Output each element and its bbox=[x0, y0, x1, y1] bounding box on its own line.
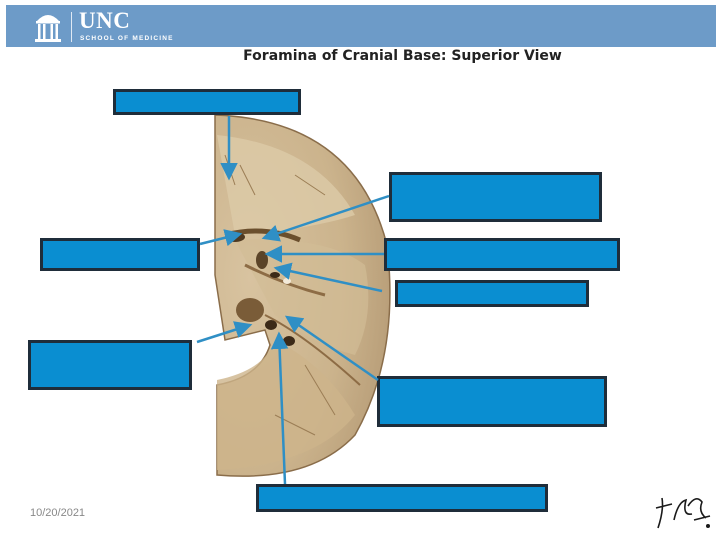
header-bar: UNC SCHOOL OF MEDICINE bbox=[6, 5, 716, 47]
logo-text: UNC bbox=[79, 8, 131, 33]
netter-signature bbox=[655, 497, 711, 529]
arrow-6 bbox=[196, 321, 253, 344]
logo-divider bbox=[71, 12, 72, 42]
label-box-5 bbox=[395, 280, 589, 307]
logo-subtext: SCHOOL OF MEDICINE bbox=[80, 35, 174, 42]
label-box-3 bbox=[40, 238, 200, 271]
label-box-1 bbox=[113, 89, 301, 115]
label-box-4 bbox=[384, 238, 620, 271]
label-box-8 bbox=[256, 484, 548, 512]
slide-title: Foramina of Cranial Base: Superior View bbox=[243, 48, 562, 64]
label-box-2 bbox=[389, 172, 602, 222]
arrow-5 bbox=[273, 262, 383, 293]
label-box-6 bbox=[28, 340, 192, 390]
arrow-8 bbox=[270, 331, 289, 485]
footer-date: 10/20/2021 bbox=[30, 507, 86, 519]
old-well-logo-icon bbox=[35, 15, 61, 42]
arrow-3 bbox=[199, 229, 243, 247]
arrow-7 bbox=[284, 315, 379, 382]
label-box-7 bbox=[377, 376, 607, 427]
arrow-2 bbox=[261, 194, 390, 242]
